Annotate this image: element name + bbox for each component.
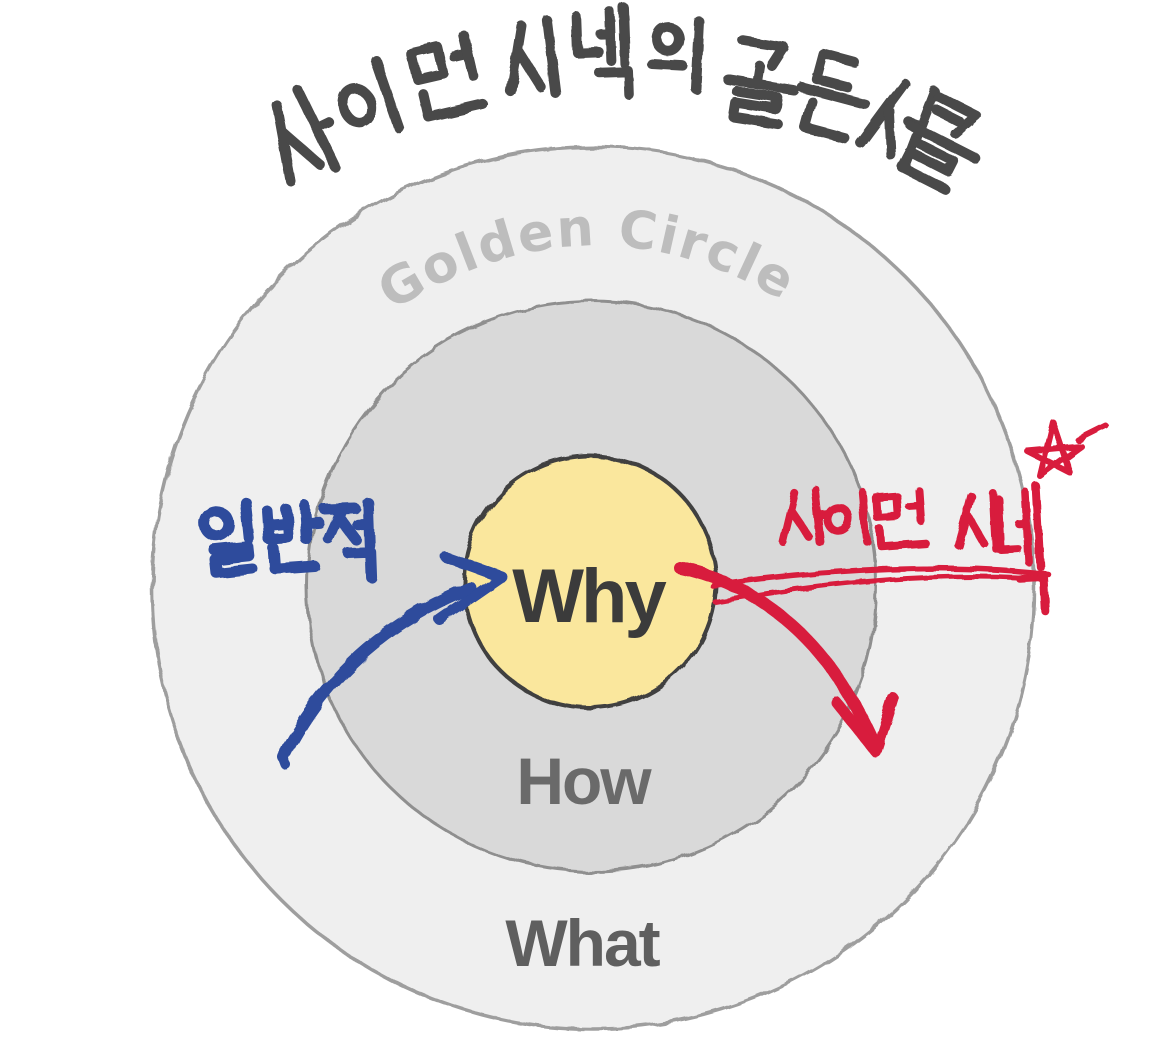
how-label: How bbox=[516, 744, 652, 818]
red-double-underline bbox=[709, 565, 1051, 605]
star-icon bbox=[1024, 419, 1109, 479]
red-arrow bbox=[674, 562, 899, 758]
title-korean-text bbox=[257, 7, 993, 195]
blue-annotation-text bbox=[203, 502, 372, 579]
why-label: Why bbox=[512, 554, 666, 639]
what-label: What bbox=[505, 906, 660, 980]
blue-arrow bbox=[277, 551, 508, 770]
